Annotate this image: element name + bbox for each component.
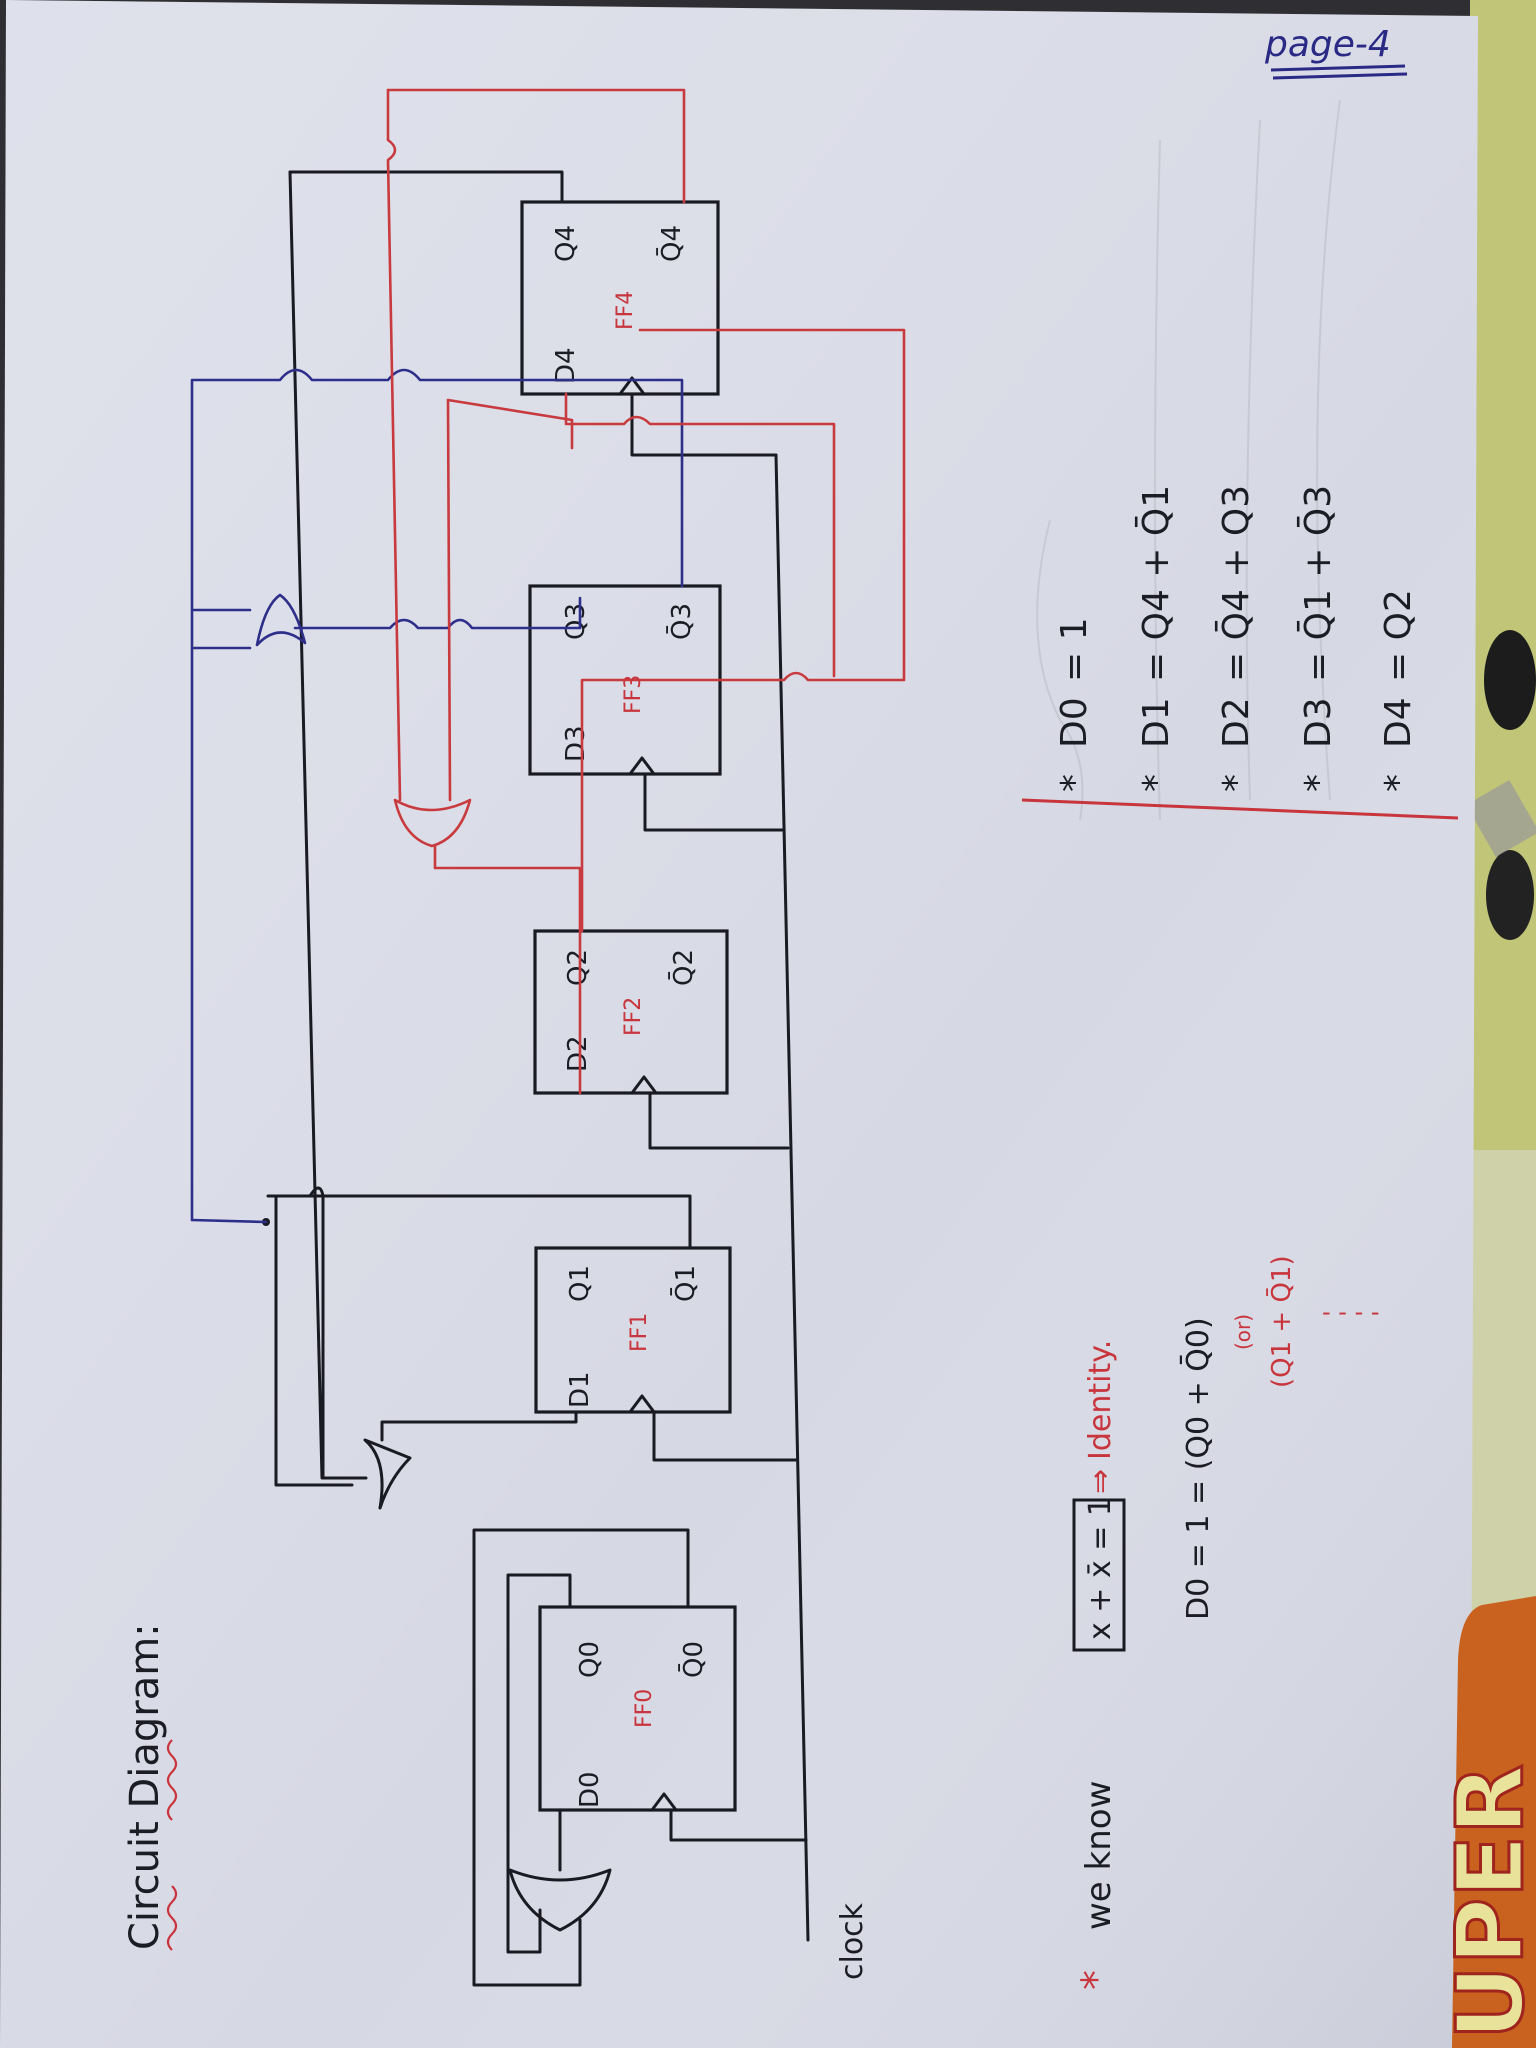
equation-row: * D3 = Q̄1 + Q̄3 bbox=[1296, 485, 1339, 792]
q4-bus bbox=[288, 170, 564, 1480]
equation-bullet: * bbox=[1216, 774, 1257, 792]
identity-formula: x + x̄ = 1 bbox=[1083, 1497, 1118, 1640]
ff0-qbar-label: Q̄0 bbox=[677, 1641, 709, 1678]
identity-box bbox=[1072, 1498, 1126, 1652]
flip-flop-ff2: D2 Q2 Q̄2 FF2 bbox=[533, 929, 729, 1095]
equation-bullet: * bbox=[1136, 774, 1177, 792]
ff4-d-label: D4 bbox=[551, 347, 581, 384]
diagram-title: Circuit Diagram: bbox=[122, 1623, 168, 1950]
equation-lhs: D2 bbox=[1216, 697, 1257, 748]
logo-badge bbox=[1452, 1596, 1536, 2048]
ff2-qbar-label: Q̄2 bbox=[667, 949, 699, 986]
flip-flop-ff0: D0 Q0 Q̄0 FF0 bbox=[538, 1605, 737, 1812]
object-shadow bbox=[1484, 630, 1536, 730]
ff1-box bbox=[534, 1246, 732, 1414]
we-know-text: we know bbox=[1079, 1781, 1119, 1930]
page-number-underline bbox=[1270, 64, 1408, 80]
ff1-name: FF1 bbox=[627, 1313, 652, 1352]
logo: UPER bbox=[1436, 1596, 1536, 2048]
ff0-wiring bbox=[472, 1528, 690, 1987]
equation-row: * D0 = 1 bbox=[1054, 617, 1095, 792]
clock-bus bbox=[630, 392, 810, 1942]
bleed-through-writing bbox=[1036, 99, 1341, 821]
ff2-d-label: D2 bbox=[563, 1035, 593, 1072]
section-divider bbox=[1021, 798, 1459, 820]
clock-label: clock bbox=[835, 1902, 870, 1980]
ff4-name: FF4 bbox=[613, 291, 638, 330]
ff3-q-label: Q3 bbox=[561, 603, 591, 640]
equation-rhs: = Q2 bbox=[1378, 589, 1419, 682]
ff2-q-label: Q2 bbox=[563, 949, 593, 986]
flip-flop-ff3: D3 Q3 Q̄3 FF3 bbox=[528, 584, 722, 776]
object-shadow-2 bbox=[1486, 850, 1534, 940]
d0-identity-line: D0 = 1 = (Q0 + Q̄0) bbox=[1180, 1317, 1216, 1620]
ff3-qbar-label: Q̄3 bbox=[665, 603, 697, 640]
ff2-or-gate bbox=[393, 798, 472, 848]
ff4-q-label: Q4 bbox=[551, 225, 581, 262]
equation-row: * D2 = Q̄4 + Q3 bbox=[1214, 485, 1257, 792]
identity-arrow: ⇒ bbox=[1083, 1469, 1118, 1494]
equation-lhs: D0 bbox=[1054, 697, 1095, 748]
identity-notes: * we know x + x̄ = 1 ⇒ Identity. D0 = 1 … bbox=[1072, 1255, 1380, 1990]
notes-bullet: * bbox=[1074, 1970, 1120, 1990]
ff0-name: FF0 bbox=[632, 1689, 657, 1728]
ff2-clock-triangle bbox=[630, 1075, 658, 1095]
title-underline bbox=[166, 1885, 178, 1951]
equation-bullet: * bbox=[1378, 774, 1419, 792]
alternate-identity: (Q1 + Q̄1) bbox=[1265, 1255, 1297, 1388]
ff0-clock-triangle bbox=[650, 1792, 678, 1812]
ff1-q-label: Q1 bbox=[565, 1265, 595, 1302]
ff2-name: FF2 bbox=[621, 997, 646, 1036]
ff3-clock-triangle bbox=[628, 756, 656, 776]
ff1-or-gate bbox=[363, 1438, 412, 1510]
equation-list: * D0 = 1 * D1 = Q4 + Q̄1 * D2 = Q̄4 + Q3… bbox=[1054, 485, 1419, 792]
flip-flop-ff4: D4 Q4 Q̄4 FF4 bbox=[520, 200, 720, 396]
ff0-d-label: D0 bbox=[575, 1771, 605, 1808]
equation-rhs: = Q̄1 + Q̄3 bbox=[1296, 485, 1339, 682]
ff3-d-label: D3 bbox=[561, 725, 591, 762]
equation-bullet: * bbox=[1054, 774, 1095, 792]
equation-rhs: = Q̄4 + Q3 bbox=[1214, 485, 1257, 682]
or-label: (or) bbox=[1231, 1314, 1255, 1350]
continuation-dots: - - - - bbox=[1322, 1298, 1380, 1326]
ff1-wiring bbox=[262, 1186, 692, 1510]
equation-lhs: D4 bbox=[1378, 697, 1419, 748]
equation-row: * D4 = Q2 bbox=[1378, 589, 1419, 792]
identity-label: Identity. bbox=[1083, 1340, 1118, 1460]
ff1-d-label: D1 bbox=[565, 1371, 595, 1408]
flip-flop-ff1: D1 Q1 Q̄1 FF1 bbox=[534, 1246, 732, 1414]
red-wiring bbox=[386, 88, 906, 1095]
ff1-qbar-label: Q̄1 bbox=[669, 1265, 701, 1302]
page-number: page-4 bbox=[1264, 24, 1391, 65]
equation-lhs: D3 bbox=[1298, 697, 1339, 748]
ff0-or-gate bbox=[508, 1868, 612, 1932]
ff0-q-label: Q0 bbox=[575, 1641, 605, 1678]
ff0-box bbox=[538, 1605, 737, 1812]
equation-rhs: = 1 bbox=[1054, 617, 1095, 682]
clock-line bbox=[774, 453, 810, 1942]
equation-row: * D1 = Q4 + Q̄1 bbox=[1134, 485, 1177, 792]
ff4-qbar-label: Q̄4 bbox=[655, 225, 687, 262]
ff4-clock-triangle bbox=[618, 376, 646, 396]
ff1-clock-triangle bbox=[628, 1394, 656, 1414]
logo-text: UPER bbox=[1437, 1764, 1536, 2040]
ff3-or-gate bbox=[255, 593, 307, 647]
equation-bullet: * bbox=[1298, 774, 1339, 792]
equation-lhs: D1 bbox=[1136, 697, 1177, 748]
equation-rhs: = Q4 + Q̄1 bbox=[1134, 485, 1177, 682]
